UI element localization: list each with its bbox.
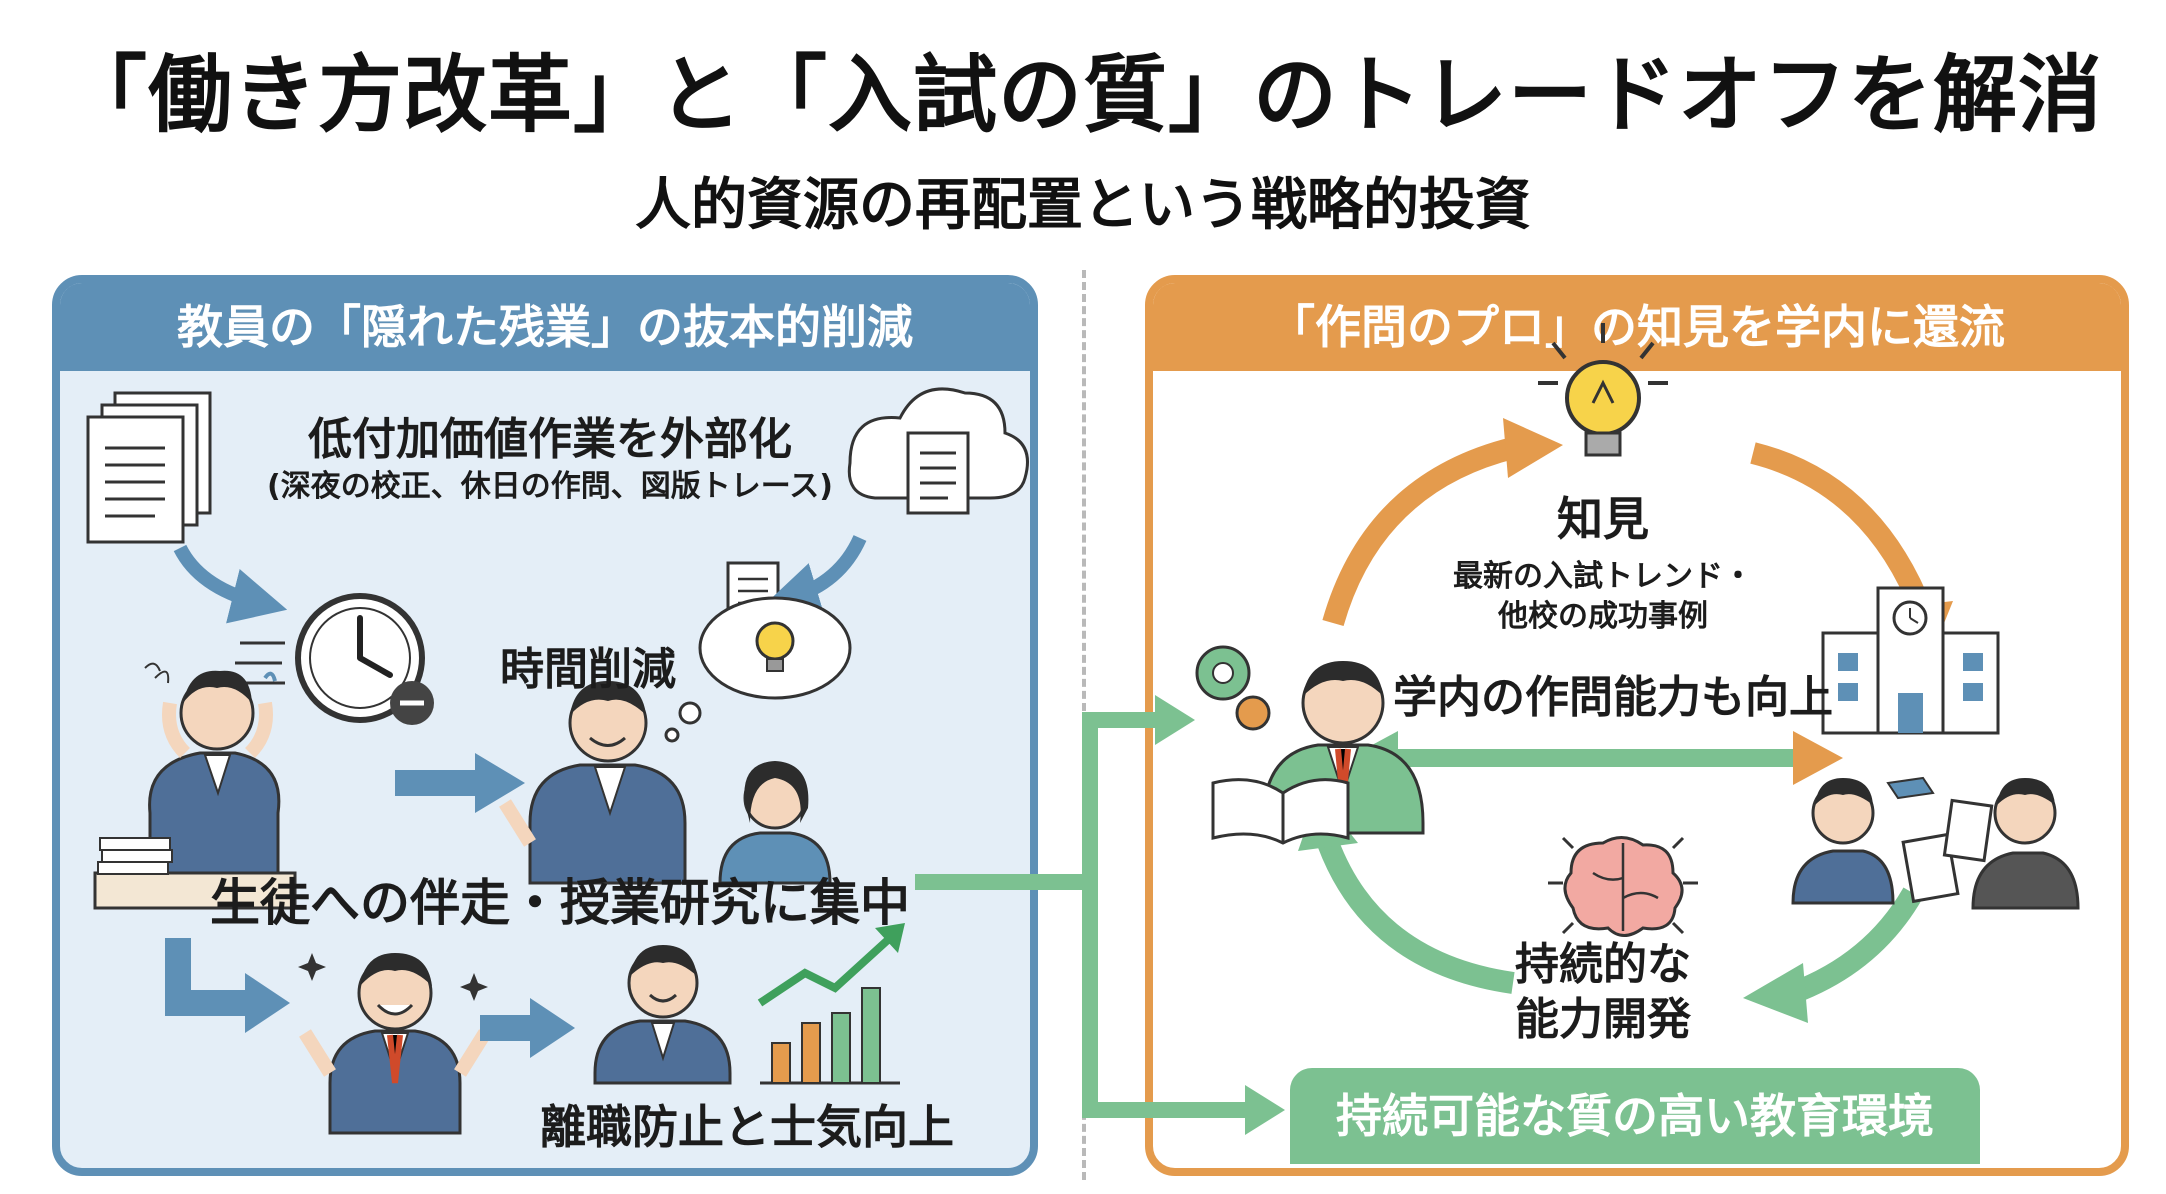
right-panel: 「作問のプロ」の知見を学内に還流 xyxy=(1145,275,2129,1176)
main-title: 「働き方改革」と「入試の質」のトレードオフを解消 xyxy=(62,46,2103,144)
ability-up-label: 学内の作問能力も向上 xyxy=(1393,672,1833,723)
right-panel-header: 「作問のプロ」の知見を学内に還流 xyxy=(1153,283,2121,371)
left-panel-header-text: 教員の「隠れた残業」の抜本的削減 xyxy=(177,300,913,354)
collaboration-illustration xyxy=(1791,776,2080,910)
result-label: 持続可能な質の高い教育環境 xyxy=(1336,1089,1934,1143)
knowledge-detail-line2: 他校の成功事例 xyxy=(1498,599,1708,634)
outsource-title: 低付加価値作業を外部化 xyxy=(308,414,792,465)
happy-teacher-illustration xyxy=(499,681,687,885)
morale-label: 離職防止と士気向上 xyxy=(540,1100,954,1154)
right-panel-illustrations xyxy=(1195,323,2080,1023)
brain-icon xyxy=(1548,836,1698,937)
document-stack-icon xyxy=(86,391,212,544)
knowledge-title: 知見 xyxy=(1557,492,1649,546)
clock-icon xyxy=(235,593,434,725)
cheering-teacher-illustration xyxy=(298,953,491,1135)
school-building-icon xyxy=(1821,586,2000,735)
time-reduction-label: 時間削減 xyxy=(500,644,676,695)
outsource-detail: (深夜の校正、休日の作問、図版トレース) xyxy=(267,469,833,504)
teacher-with-book-illustration xyxy=(1195,645,1425,845)
confident-teacher-illustration xyxy=(593,945,732,1085)
stressed-teacher-illustration xyxy=(93,662,297,910)
result-box: 持続可能な質の高い教育環境 xyxy=(1290,1068,1980,1164)
focus-label: 生徒への伴走・授業研究に集中 xyxy=(210,874,910,932)
left-panel-header: 教員の「隠れた残業」の抜本的削減 xyxy=(60,283,1030,371)
center-divider xyxy=(1082,270,1086,1180)
right-panel-header-text: 「作問のプロ」の知見を学内に還流 xyxy=(1269,300,2005,354)
lightbulb-icon xyxy=(1538,323,1668,457)
development-line2: 能力開発 xyxy=(1515,994,1691,1045)
sub-title: 人的資源の再配置という戦略的投資 xyxy=(635,173,1531,238)
left-panel: 教員の「隠れた残業」の抜本的削減 xyxy=(52,275,1038,1176)
development-line1: 持続的な xyxy=(1515,939,1691,990)
thought-bubble-lightbulb-icon xyxy=(664,596,852,743)
left-panel-illustrations xyxy=(86,387,1029,1135)
student-illustration xyxy=(718,761,832,885)
cloud-document-icon xyxy=(847,387,1029,515)
knowledge-detail-line1: 最新の入試トレンド・ xyxy=(1453,559,1753,594)
growth-chart-icon xyxy=(757,923,905,1085)
